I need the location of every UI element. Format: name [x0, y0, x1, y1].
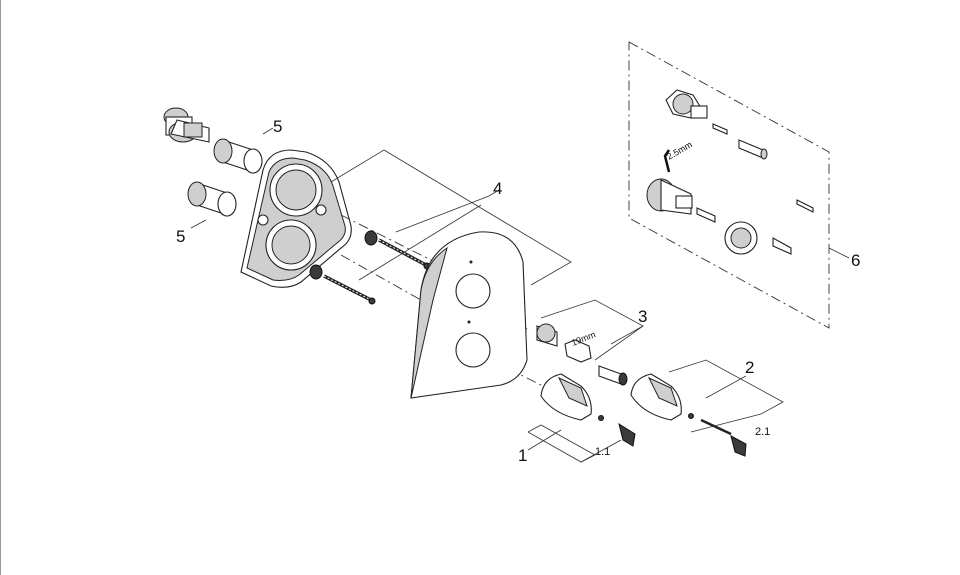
screw-lower — [323, 274, 376, 305]
mounting-plate — [240, 149, 352, 288]
callout-2-1: 2.1 — [755, 426, 770, 438]
cartridge-adapter — [163, 107, 210, 143]
part-5-adapter-group — [163, 107, 274, 229]
handle-1 — [527, 373, 636, 463]
anchor-lower — [309, 264, 323, 280]
service-kit-box — [628, 41, 830, 329]
kit-small-pin-a — [712, 123, 728, 135]
hex-key-size-label: 2.5mm — [665, 139, 694, 161]
part-3-extension-group: 19mm — [536, 299, 644, 386]
kit-ring — [724, 221, 758, 255]
index-cap-1-1 — [618, 422, 636, 447]
escutcheon-plate — [410, 231, 528, 399]
spindle-extension — [598, 365, 628, 386]
sleeve-ring-bottom — [187, 181, 237, 217]
extension-sleeve — [536, 323, 558, 347]
callout-1: 1 — [518, 446, 527, 465]
sleeve-ring-top — [213, 138, 263, 174]
callout-3: 3 — [638, 307, 647, 326]
part-4-screws — [309, 149, 572, 305]
hex-nut — [564, 339, 592, 363]
screw-upper — [378, 238, 431, 270]
handle-2 — [630, 359, 784, 457]
index-cap-2-1 — [730, 435, 747, 457]
kit-pin-d — [772, 237, 792, 255]
callout-2: 2 — [745, 358, 754, 377]
callout-5-bottom: 5 — [176, 227, 185, 246]
callout-5-top: 5 — [273, 117, 282, 136]
kit-spindle-a — [738, 139, 768, 160]
callout-1-1: 1.1 — [595, 446, 610, 458]
kit-pin-b — [696, 207, 716, 223]
kit-cartridge — [646, 178, 693, 215]
callout-4: 4 — [493, 179, 502, 198]
kit-pin-c — [796, 199, 814, 213]
anchor-upper — [364, 230, 378, 246]
kit-valve-nut — [665, 89, 708, 119]
part-6-kit-contents: 2.5mm — [646, 89, 850, 259]
hex-key: 2.5mm — [663, 139, 694, 173]
callout-6: 6 — [851, 251, 860, 270]
